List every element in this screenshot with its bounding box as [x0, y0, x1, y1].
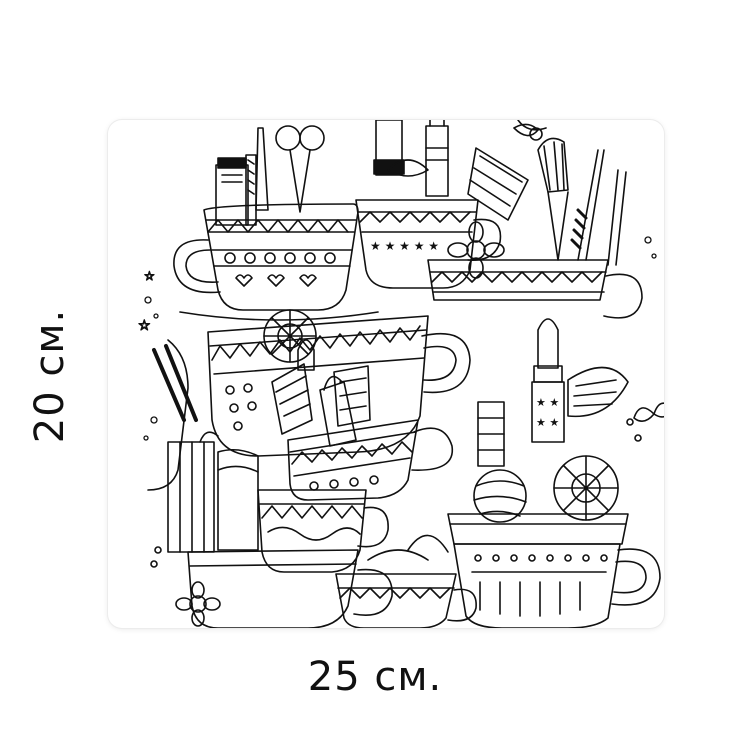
- svg-text:☆: ☆: [138, 318, 151, 334]
- svg-text:★ ★ ★ ★ ★: ★ ★ ★ ★ ★: [370, 239, 439, 253]
- cup-bottom-center: [257, 489, 477, 628]
- svg-text:☆: ☆: [144, 269, 155, 283]
- cup-middle-left: [147, 309, 471, 491]
- svg-text:★ ★: ★ ★: [536, 416, 559, 429]
- cup-bottom-left: [150, 431, 393, 628]
- mouse-pad: ★ ★ ★ ★ ★: [108, 120, 664, 628]
- decor-stars: ☆ ☆: [137, 236, 657, 441]
- cup-middle-right: ★ ★ ★ ★: [477, 120, 664, 521]
- cup-middle-center: [287, 375, 454, 501]
- svg-text:★ ★: ★ ★: [536, 396, 559, 409]
- cup-top-left: [173, 125, 379, 321]
- cup-bottom-right: [447, 418, 661, 628]
- doodle-illustration: ★ ★ ★ ★ ★: [137, 120, 664, 628]
- cup-top-center: ★ ★ ★ ★ ★: [355, 120, 502, 289]
- height-dimension-label: 20 см.: [27, 308, 73, 444]
- width-dimension-label: 25 см.: [307, 654, 443, 700]
- cup-top-right: [427, 123, 643, 319]
